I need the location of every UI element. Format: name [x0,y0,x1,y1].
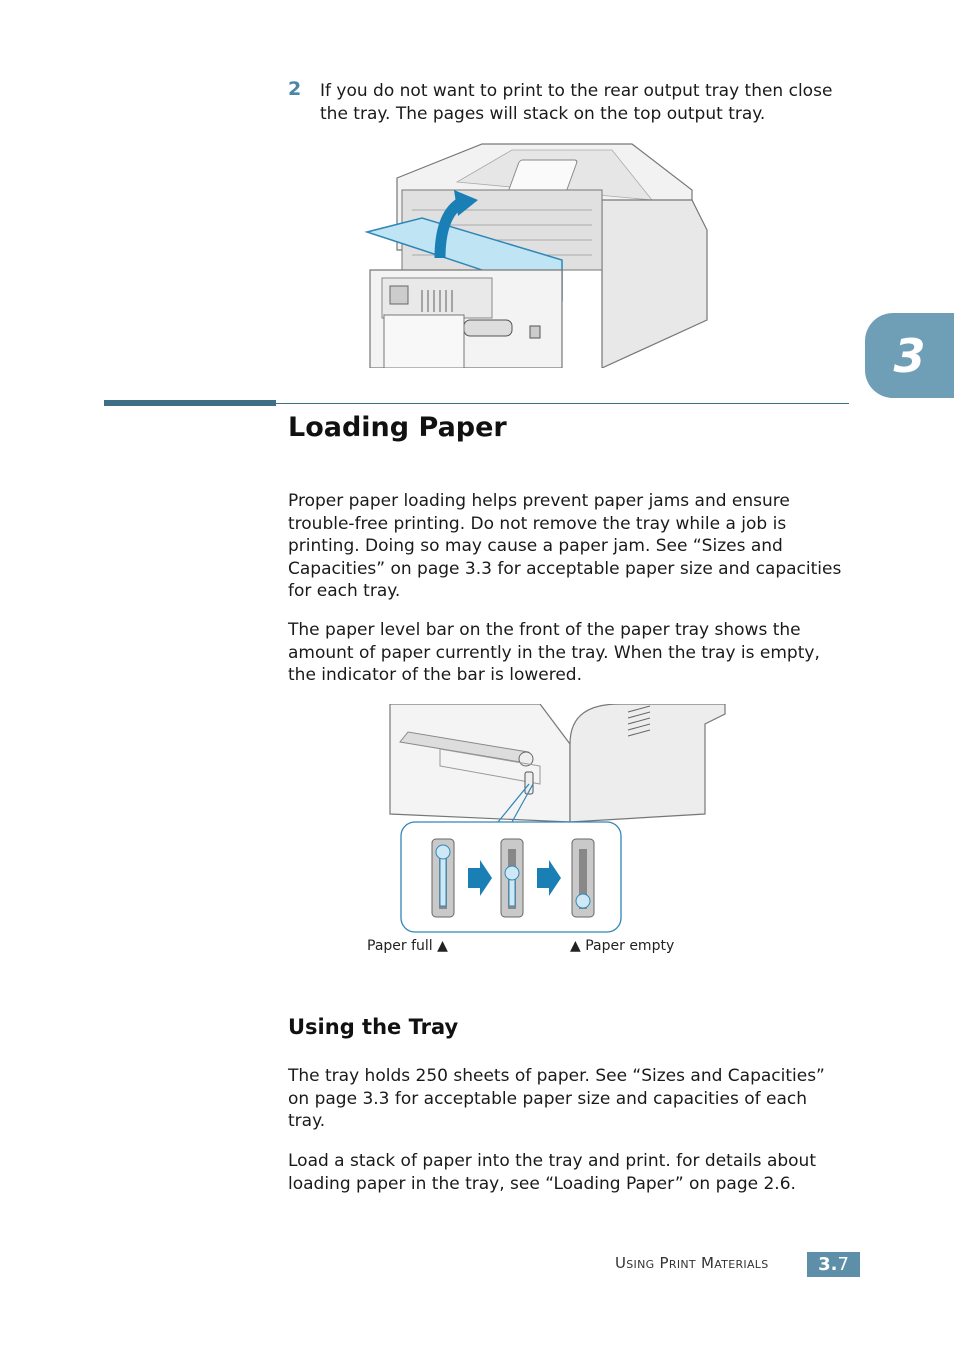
printer-rear-figure [362,140,712,369]
paragraph-line: trouble-free printing. Do not remove the… [288,513,787,534]
section-rule-thick [104,400,276,406]
paragraph-line: Proper paper loading helps prevent paper… [288,491,790,511]
caption-paper-full: Paper full ▲ [367,938,448,954]
page-number: 7 [837,1254,849,1275]
chapter-tab: 3 [865,313,954,398]
step-text-line-2: the tray. The pages will stack on the to… [320,104,766,124]
paragraph-line: for each tray. [288,581,401,601]
paragraph-load-stack: Load a stack of paper into the tray and … [288,1150,858,1195]
paragraph-line: The tray holds 250 sheets of paper. See … [288,1066,825,1086]
paragraph-line: on page 3.3 for acceptable paper size an… [288,1088,808,1109]
paper-level-figure [360,703,730,936]
subsection-title: Using the Tray [288,1015,459,1039]
step-number: 2 [288,78,302,100]
printer-rear-illustration [364,143,708,369]
step-text-line-1: If you do not want to print to the rear … [320,81,833,101]
paragraph-line: Load a stack of paper into the tray and … [288,1151,816,1171]
paragraph-line: loading paper in the tray, see “Loading … [288,1173,796,1194]
paper-level-illustration [389,703,726,933]
page-number-box: 3.7 [807,1252,860,1277]
paragraph-line: the indicator of the bar is lowered. [288,665,582,685]
paragraph-line: The paper level bar on the front of the … [288,620,801,640]
paragraph-intro: Proper paper loading helps prevent paper… [288,490,858,603]
page-number-prefix: 3. [818,1254,838,1275]
caption-paper-empty: ▲ Paper empty [570,938,675,954]
paragraph-line: amount of paper currently in the tray. W… [288,642,820,663]
paragraph-line: printing. Doing so may cause a paper jam… [288,536,783,556]
section-title: Loading Paper [288,412,507,443]
paragraph-line: Capacities” on page 3.3 for acceptable p… [288,558,842,579]
paragraph-level-bar: The paper level bar on the front of the … [288,619,858,687]
paragraph-tray-capacity: The tray holds 250 sheets of paper. See … [288,1065,858,1133]
paragraph-line: tray. [288,1111,326,1131]
footer-chapter-label: Using Print Materials [615,1254,769,1272]
section-rule-thin [276,403,849,404]
